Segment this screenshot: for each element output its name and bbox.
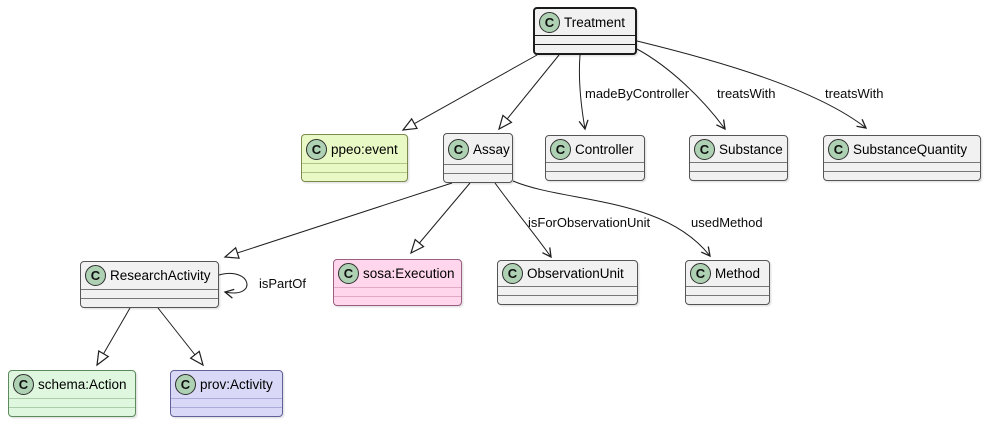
class-stereotype-icon: C (828, 138, 849, 160)
class-stereotype-icon: C (306, 138, 327, 160)
fields-compartment (334, 287, 461, 296)
methods-compartment (690, 171, 787, 180)
methods-compartment (81, 298, 218, 307)
fields-compartment (824, 162, 980, 171)
class-name-method: Method (715, 266, 761, 281)
class-stereotype-icon: C (338, 263, 359, 284)
class-header-observation-unit: C ObservationUnit (498, 261, 637, 286)
fields-compartment (546, 162, 644, 171)
edge-treatment-substance-quantity-association-arrow (636, 40, 868, 129)
fields-compartment (171, 398, 282, 407)
fields-compartment (9, 398, 135, 407)
edge-treatment-ppeo-event-generalization-arrow (403, 54, 538, 130)
methods-compartment (498, 295, 637, 304)
edge-label-treatment-substance-quantity: treatsWith (825, 86, 884, 101)
fields-compartment (444, 164, 512, 173)
edge-research-activity-schema-action-generalization-arrow (97, 307, 131, 365)
edge-assay-research-activity-generalization-arrow (225, 182, 453, 257)
edge-label-treatment-substance: treatsWith (717, 86, 776, 101)
edge-label-assay-observation-unit: isForObservationUnit (528, 215, 651, 230)
class-name-substance: Substance (719, 141, 783, 157)
edge-label-treatment-controller: madeByController (585, 86, 690, 101)
methods-compartment (9, 407, 135, 416)
class-name-prov-activity: prov:Activity (200, 377, 273, 392)
methods-compartment (535, 44, 635, 53)
class-header-research-activity: C ResearchActivity (81, 262, 218, 289)
fields-compartment (686, 286, 769, 295)
methods-compartment (824, 171, 980, 180)
edge-label-assay-method: usedMethod (691, 215, 763, 230)
methods-compartment (171, 407, 282, 416)
methods-compartment (686, 295, 769, 304)
edge-treatment-substance-association-arrow (636, 48, 726, 131)
fields-compartment (535, 35, 635, 44)
class-stereotype-icon: C (690, 263, 711, 284)
class-name-controller: Controller (575, 141, 634, 157)
edge-assay-method-association-arrow (512, 180, 711, 258)
fields-compartment (302, 163, 407, 172)
edge-treatment-assay-generalization-arrow (499, 54, 560, 129)
methods-compartment (334, 296, 461, 305)
edge-assay-sosa-execution-generalization-arrow (411, 182, 471, 253)
class-stereotype-icon: C (550, 138, 571, 160)
fields-compartment (690, 162, 787, 171)
class-stereotype-icon: C (85, 265, 106, 286)
class-research-activity: C ResearchActivity (80, 261, 219, 308)
class-stereotype-icon: C (175, 374, 196, 395)
methods-compartment (444, 173, 512, 182)
class-name-ppeo-event: ppeo:event (331, 141, 398, 157)
class-stereotype-icon: C (448, 138, 469, 160)
class-stereotype-icon: C (694, 138, 715, 160)
class-stereotype-icon: C (502, 263, 523, 284)
fields-compartment (81, 289, 218, 298)
class-observation-unit: C ObservationUnit (497, 260, 638, 305)
edge-research-activity-self-association-arrow (218, 273, 248, 299)
class-header-method: C Method (686, 261, 769, 286)
edge-research-activity-prov-activity-generalization-arrow (157, 307, 203, 365)
methods-compartment (302, 172, 407, 181)
methods-compartment (546, 171, 644, 180)
class-name-assay: Assay (473, 141, 510, 157)
edge-label-research-activity-self: isPartOf (259, 276, 306, 291)
class-name-sosa-execution: sosa:Execution (363, 266, 455, 281)
class-stereotype-icon: C (13, 374, 34, 395)
class-name-substance-quantity: SubstanceQuantity (853, 141, 968, 157)
fields-compartment (498, 286, 637, 295)
edge-treatment-controller-association-arrow (578, 54, 589, 131)
class-stereotype-icon: C (539, 11, 560, 33)
class-name-schema-action: schema:Action (38, 377, 127, 392)
class-name-research-activity: ResearchActivity (110, 268, 211, 283)
edge-assay-observation-unit-association-arrow (494, 182, 552, 259)
class-name-treatment: Treatment (564, 14, 626, 30)
class-method: C Method (685, 260, 770, 305)
class-name-observation-unit: ObservationUnit (527, 266, 624, 281)
